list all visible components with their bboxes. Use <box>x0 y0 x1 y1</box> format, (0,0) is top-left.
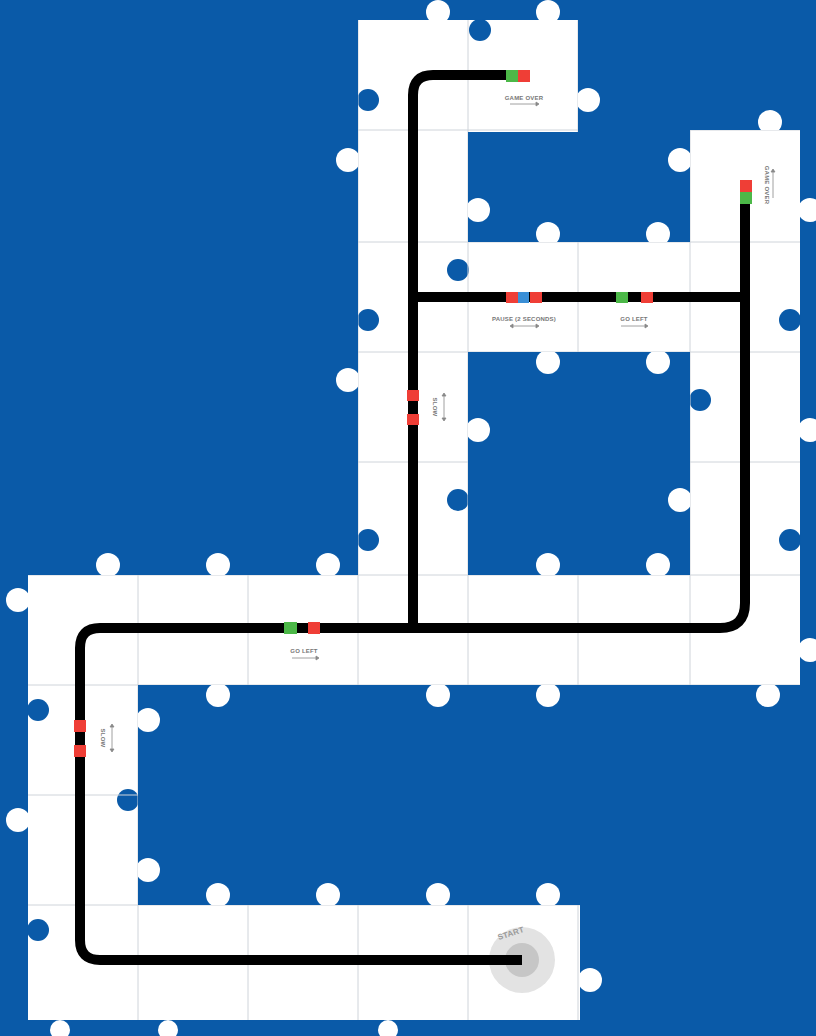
slow-label: SLOW <box>432 398 438 417</box>
slow-label: SLOW <box>100 729 106 748</box>
puzzle-notches <box>27 19 801 941</box>
color-codes <box>74 70 752 757</box>
game-over-label: GAME OVER <box>505 95 543 101</box>
pause-label: PAUSE (2 SECONDS) <box>492 316 556 322</box>
puzzle-pieces <box>6 0 816 1036</box>
direction-arrows <box>110 102 775 752</box>
track-line <box>80 75 745 960</box>
go-left-label: GO LEFT <box>620 316 647 322</box>
game-over-label: GAME OVER <box>764 166 770 204</box>
go-left-label: GO LEFT <box>290 648 317 654</box>
